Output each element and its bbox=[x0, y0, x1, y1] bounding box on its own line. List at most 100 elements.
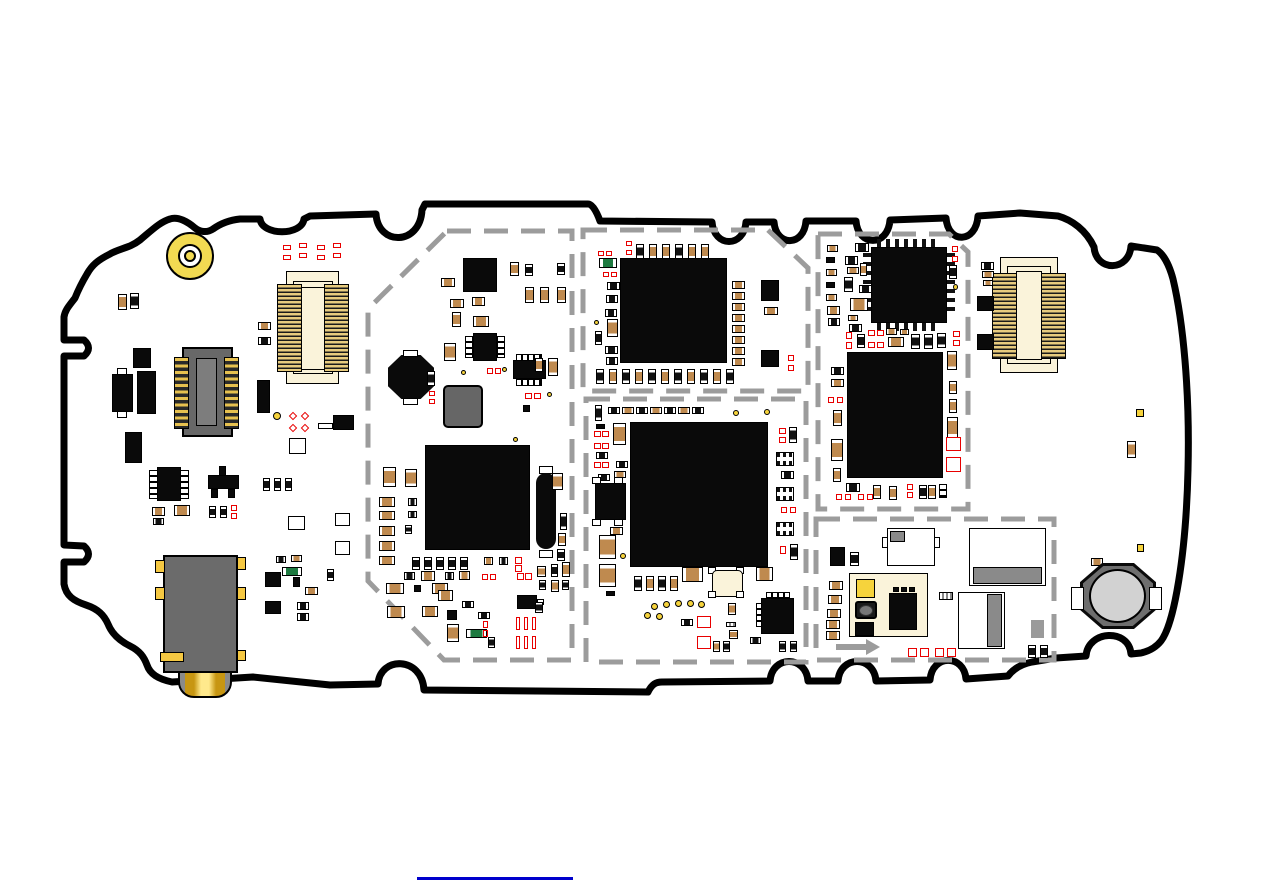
smd-capacitor bbox=[678, 407, 690, 414]
link-underline[interactable] bbox=[417, 877, 573, 880]
ic-chip bbox=[228, 489, 235, 498]
test-pad bbox=[288, 423, 298, 433]
test-pad bbox=[953, 340, 960, 346]
test-pad bbox=[953, 331, 960, 337]
ic-chip bbox=[137, 371, 156, 414]
test-pad bbox=[299, 243, 307, 248]
rf-coupler bbox=[776, 487, 794, 501]
smd-capacitor bbox=[421, 571, 435, 581]
solder-tab bbox=[592, 519, 601, 526]
test-pad bbox=[877, 342, 884, 348]
smd-capacitor bbox=[732, 325, 745, 333]
test-pad bbox=[483, 621, 488, 628]
ic-chip bbox=[333, 415, 354, 430]
test-pad bbox=[487, 368, 493, 374]
smd-resistor bbox=[828, 318, 840, 326]
smd-resistor bbox=[750, 637, 761, 644]
test-pad bbox=[845, 494, 851, 500]
test-pad bbox=[524, 636, 528, 649]
smd-capacitor bbox=[405, 469, 417, 487]
memory-ic bbox=[620, 258, 727, 363]
test-point bbox=[656, 613, 663, 620]
test-pad bbox=[602, 431, 609, 437]
test-pad bbox=[317, 245, 325, 250]
test-point bbox=[547, 392, 552, 397]
test-pad bbox=[947, 648, 956, 657]
test-pad bbox=[611, 272, 617, 277]
smd-capacitor bbox=[889, 486, 897, 500]
smd-capacitor bbox=[609, 369, 617, 384]
test-pad bbox=[516, 636, 520, 649]
test-pad bbox=[952, 256, 958, 262]
smd-capacitor bbox=[551, 580, 559, 592]
shield-outline-5 bbox=[813, 516, 1057, 663]
test-pad bbox=[779, 437, 786, 443]
ic-chip bbox=[125, 432, 142, 463]
smd-capacitor bbox=[450, 299, 464, 308]
smd-capacitor bbox=[826, 269, 837, 276]
smd-resistor bbox=[297, 602, 309, 610]
test-point bbox=[675, 600, 682, 607]
test-pad bbox=[602, 443, 609, 449]
smd-capacitor bbox=[383, 467, 396, 487]
ic-pins bbox=[939, 484, 947, 498]
test-point bbox=[644, 612, 651, 619]
smd-capacitor bbox=[873, 485, 881, 499]
smd-capacitor bbox=[610, 527, 623, 535]
ic-chip bbox=[414, 585, 421, 592]
ic-chip bbox=[761, 598, 794, 634]
smd-capacitor bbox=[827, 609, 841, 618]
smd-array bbox=[726, 622, 736, 627]
smd-capacitor bbox=[484, 557, 493, 565]
ic-chip bbox=[257, 380, 270, 413]
power-management-ic bbox=[425, 445, 530, 550]
smd-capacitor bbox=[756, 567, 773, 581]
ic-chip bbox=[517, 595, 537, 609]
smd-resistor bbox=[525, 264, 533, 276]
smd-resistor bbox=[607, 282, 620, 290]
smd-capacitor bbox=[982, 271, 994, 278]
ic-chip bbox=[447, 610, 457, 620]
solder-tab bbox=[318, 423, 333, 429]
test-pad bbox=[333, 243, 341, 248]
smd-resistor bbox=[595, 331, 602, 345]
smd-capacitor bbox=[826, 631, 840, 640]
smd-capacitor bbox=[152, 507, 165, 516]
smd-capacitor bbox=[599, 564, 616, 587]
smd-capacitor bbox=[732, 336, 745, 344]
ic-pins bbox=[180, 470, 189, 499]
test-pad bbox=[952, 246, 958, 252]
inductor bbox=[388, 355, 434, 399]
test-pad bbox=[483, 630, 488, 637]
smd-resistor bbox=[408, 498, 417, 506]
test-pad bbox=[317, 255, 325, 260]
smd-resistor bbox=[845, 256, 858, 265]
smd-resistor bbox=[636, 407, 648, 414]
component-outline bbox=[335, 513, 350, 526]
smd-resistor bbox=[285, 478, 292, 491]
smd-resistor bbox=[551, 564, 558, 577]
test-pad bbox=[594, 431, 601, 437]
smd-resistor bbox=[700, 369, 708, 384]
smd-capacitor bbox=[732, 303, 745, 311]
test-pad bbox=[602, 462, 609, 468]
smd-resistor bbox=[1040, 645, 1048, 658]
rf-ic bbox=[443, 385, 483, 428]
smd-resistor bbox=[412, 557, 420, 570]
ic-chip bbox=[606, 591, 615, 596]
rf-coupler bbox=[776, 452, 794, 466]
test-point bbox=[620, 553, 626, 559]
smd-resistor bbox=[781, 471, 794, 479]
smd-resistor bbox=[297, 613, 309, 621]
test-point bbox=[733, 410, 739, 416]
smd-capacitor bbox=[558, 533, 566, 546]
smd-capacitor bbox=[305, 587, 318, 595]
smd-capacitor bbox=[682, 567, 703, 582]
smd-resistor bbox=[634, 576, 642, 591]
smd-resistor bbox=[404, 572, 415, 580]
ic-pins bbox=[877, 239, 939, 247]
ic-chip bbox=[595, 483, 626, 520]
ic-pins bbox=[516, 379, 542, 386]
smd-resistor bbox=[405, 525, 412, 534]
solder-tab bbox=[614, 519, 623, 526]
